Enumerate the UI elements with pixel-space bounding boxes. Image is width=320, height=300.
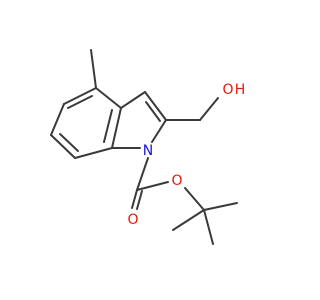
molecule-structure: O H N O O	[50, 49, 246, 245]
bond-c6-c7	[50, 134, 76, 159]
bond-c7a-c3a-double	[103, 109, 113, 143]
bond-tbutyl-methyl-right	[203, 202, 238, 211]
ester-oxygen-label: O	[171, 173, 182, 189]
bond-carbonyl-o-right	[136, 190, 143, 210]
bond-c4-c5-double	[67, 95, 93, 109]
ring-nitrogen-label: N	[143, 143, 153, 159]
carbonyl-oxygen-label: O	[127, 212, 138, 228]
bond-c2-n1	[151, 119, 167, 143]
bond-c3a-c3	[120, 91, 146, 109]
bond-c5-c6	[50, 103, 65, 136]
bond-tbutyl-methyl-left	[172, 209, 205, 231]
bond-methyl	[90, 49, 97, 89]
hydroxyl-hydrogen-label: H	[235, 82, 246, 98]
bond-c4-c5	[63, 87, 97, 105]
bond-ch2-oh	[199, 97, 219, 121]
bond-c3-c2-double	[145, 101, 161, 122]
hydroxyl-oxygen-label: O	[222, 82, 233, 98]
bond-carbonyl-ester-o	[136, 181, 169, 191]
bond-c3-c2	[144, 91, 167, 121]
bond-c7-c7a	[74, 147, 113, 159]
bond-ester-o-tbutyl	[184, 187, 205, 211]
bond-c3a-c4	[95, 87, 122, 109]
bond-carbonyl-o-left	[131, 189, 138, 209]
bond-tbutyl-methyl-down	[203, 209, 214, 245]
bond-n1-carbonyl	[136, 157, 149, 191]
bond-c7a-c3a	[111, 107, 122, 149]
bond-c6-c7-double	[59, 133, 79, 152]
